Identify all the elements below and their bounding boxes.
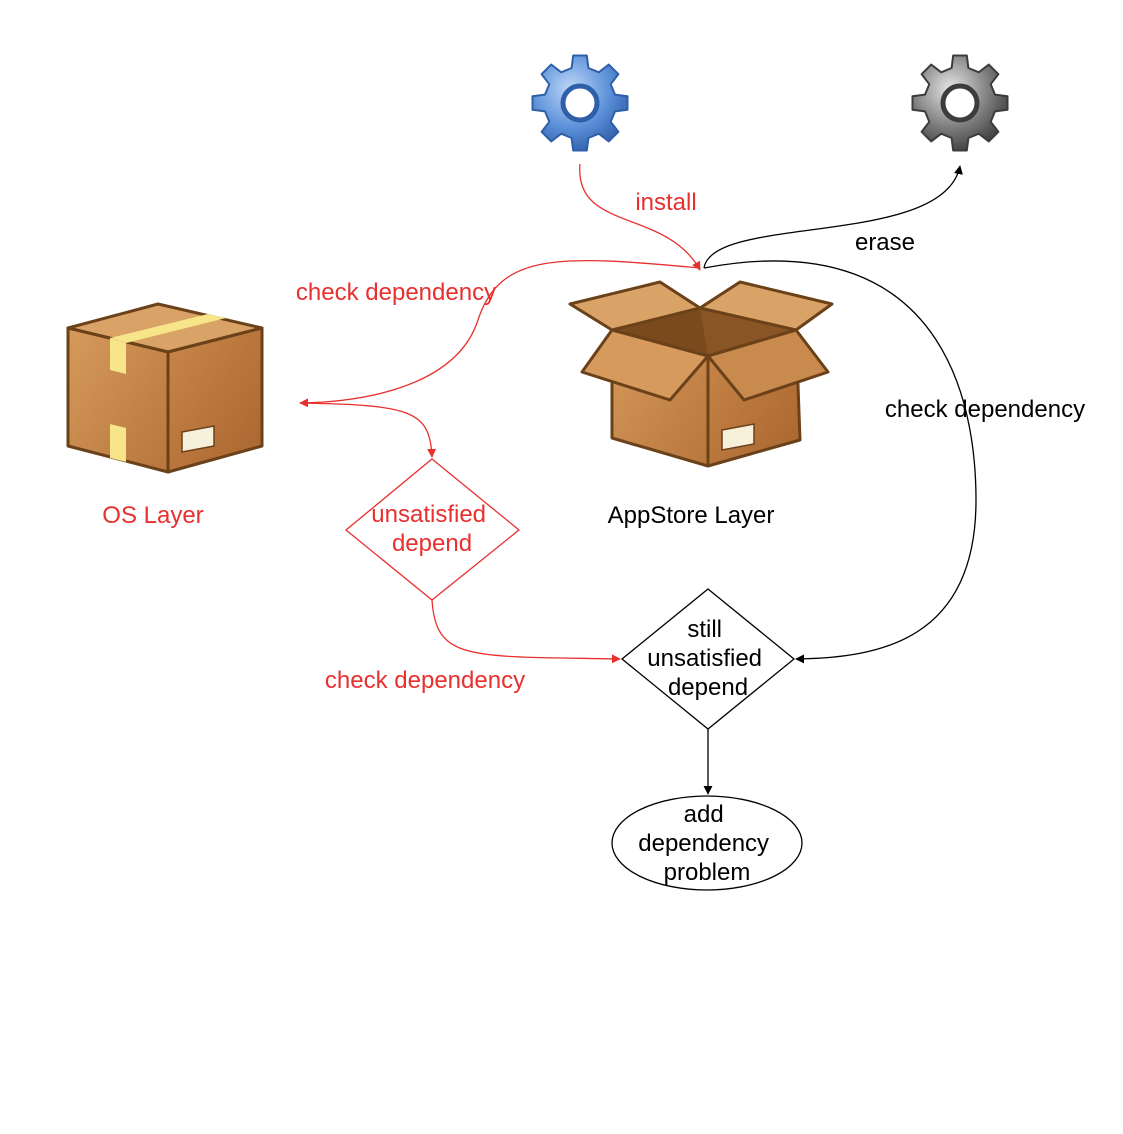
erase-edge (703, 165, 963, 269)
os-to-unsatisfied-edge (299, 402, 437, 458)
still-unsatisfied-text: still unsatisfied depend (647, 616, 768, 701)
gear-hole (951, 94, 969, 112)
unsatisfied-line: unsatisfied (647, 645, 762, 672)
depend-line: depend (392, 530, 472, 557)
unsatisfied-line: unsatisfied (371, 501, 486, 528)
depend-line: depend (668, 674, 748, 701)
erase-label: erase (855, 229, 915, 256)
check-dependency-bottom-edge (431, 599, 621, 664)
install-edge (579, 163, 701, 271)
check-dependency-top-label: check dependency (296, 279, 496, 306)
erase-gear-icon (911, 54, 1009, 152)
install-gear-icon (531, 54, 629, 152)
open-box-icon (568, 280, 834, 468)
gear-hole (571, 94, 589, 112)
add-dependency-problem-ellipse (611, 795, 803, 891)
check-dependency-right-label: check dependency (885, 396, 1085, 423)
install-label: install (635, 189, 696, 216)
appstore-layer-label: AppStore Layer (608, 502, 775, 529)
add-problem-text: add dependency problem (638, 801, 775, 886)
unsatisfied-depend-text: unsatisfied depend (371, 501, 492, 557)
add-line: add (684, 801, 724, 828)
closed-box-icon (66, 302, 264, 474)
os-layer-label: OS Layer (102, 502, 203, 529)
problem-line: problem (664, 859, 751, 886)
check-dependency-os-edge (299, 260, 701, 408)
check-dependency-right-edge (703, 260, 977, 664)
still-line: still (687, 616, 722, 643)
check-dependency-bottom-label: check dependency (325, 667, 525, 694)
dependency-line: dependency (638, 830, 769, 857)
